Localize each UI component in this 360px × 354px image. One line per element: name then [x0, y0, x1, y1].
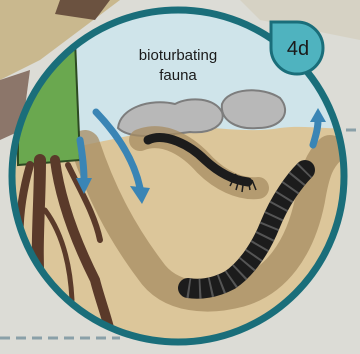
caption-line1: bioturbating	[139, 47, 217, 64]
arrow-down-small	[80, 140, 84, 180]
caption-line2: fauna	[159, 67, 197, 84]
badge-label: 4d	[287, 38, 309, 60]
figure-badge: 4d	[271, 22, 323, 74]
